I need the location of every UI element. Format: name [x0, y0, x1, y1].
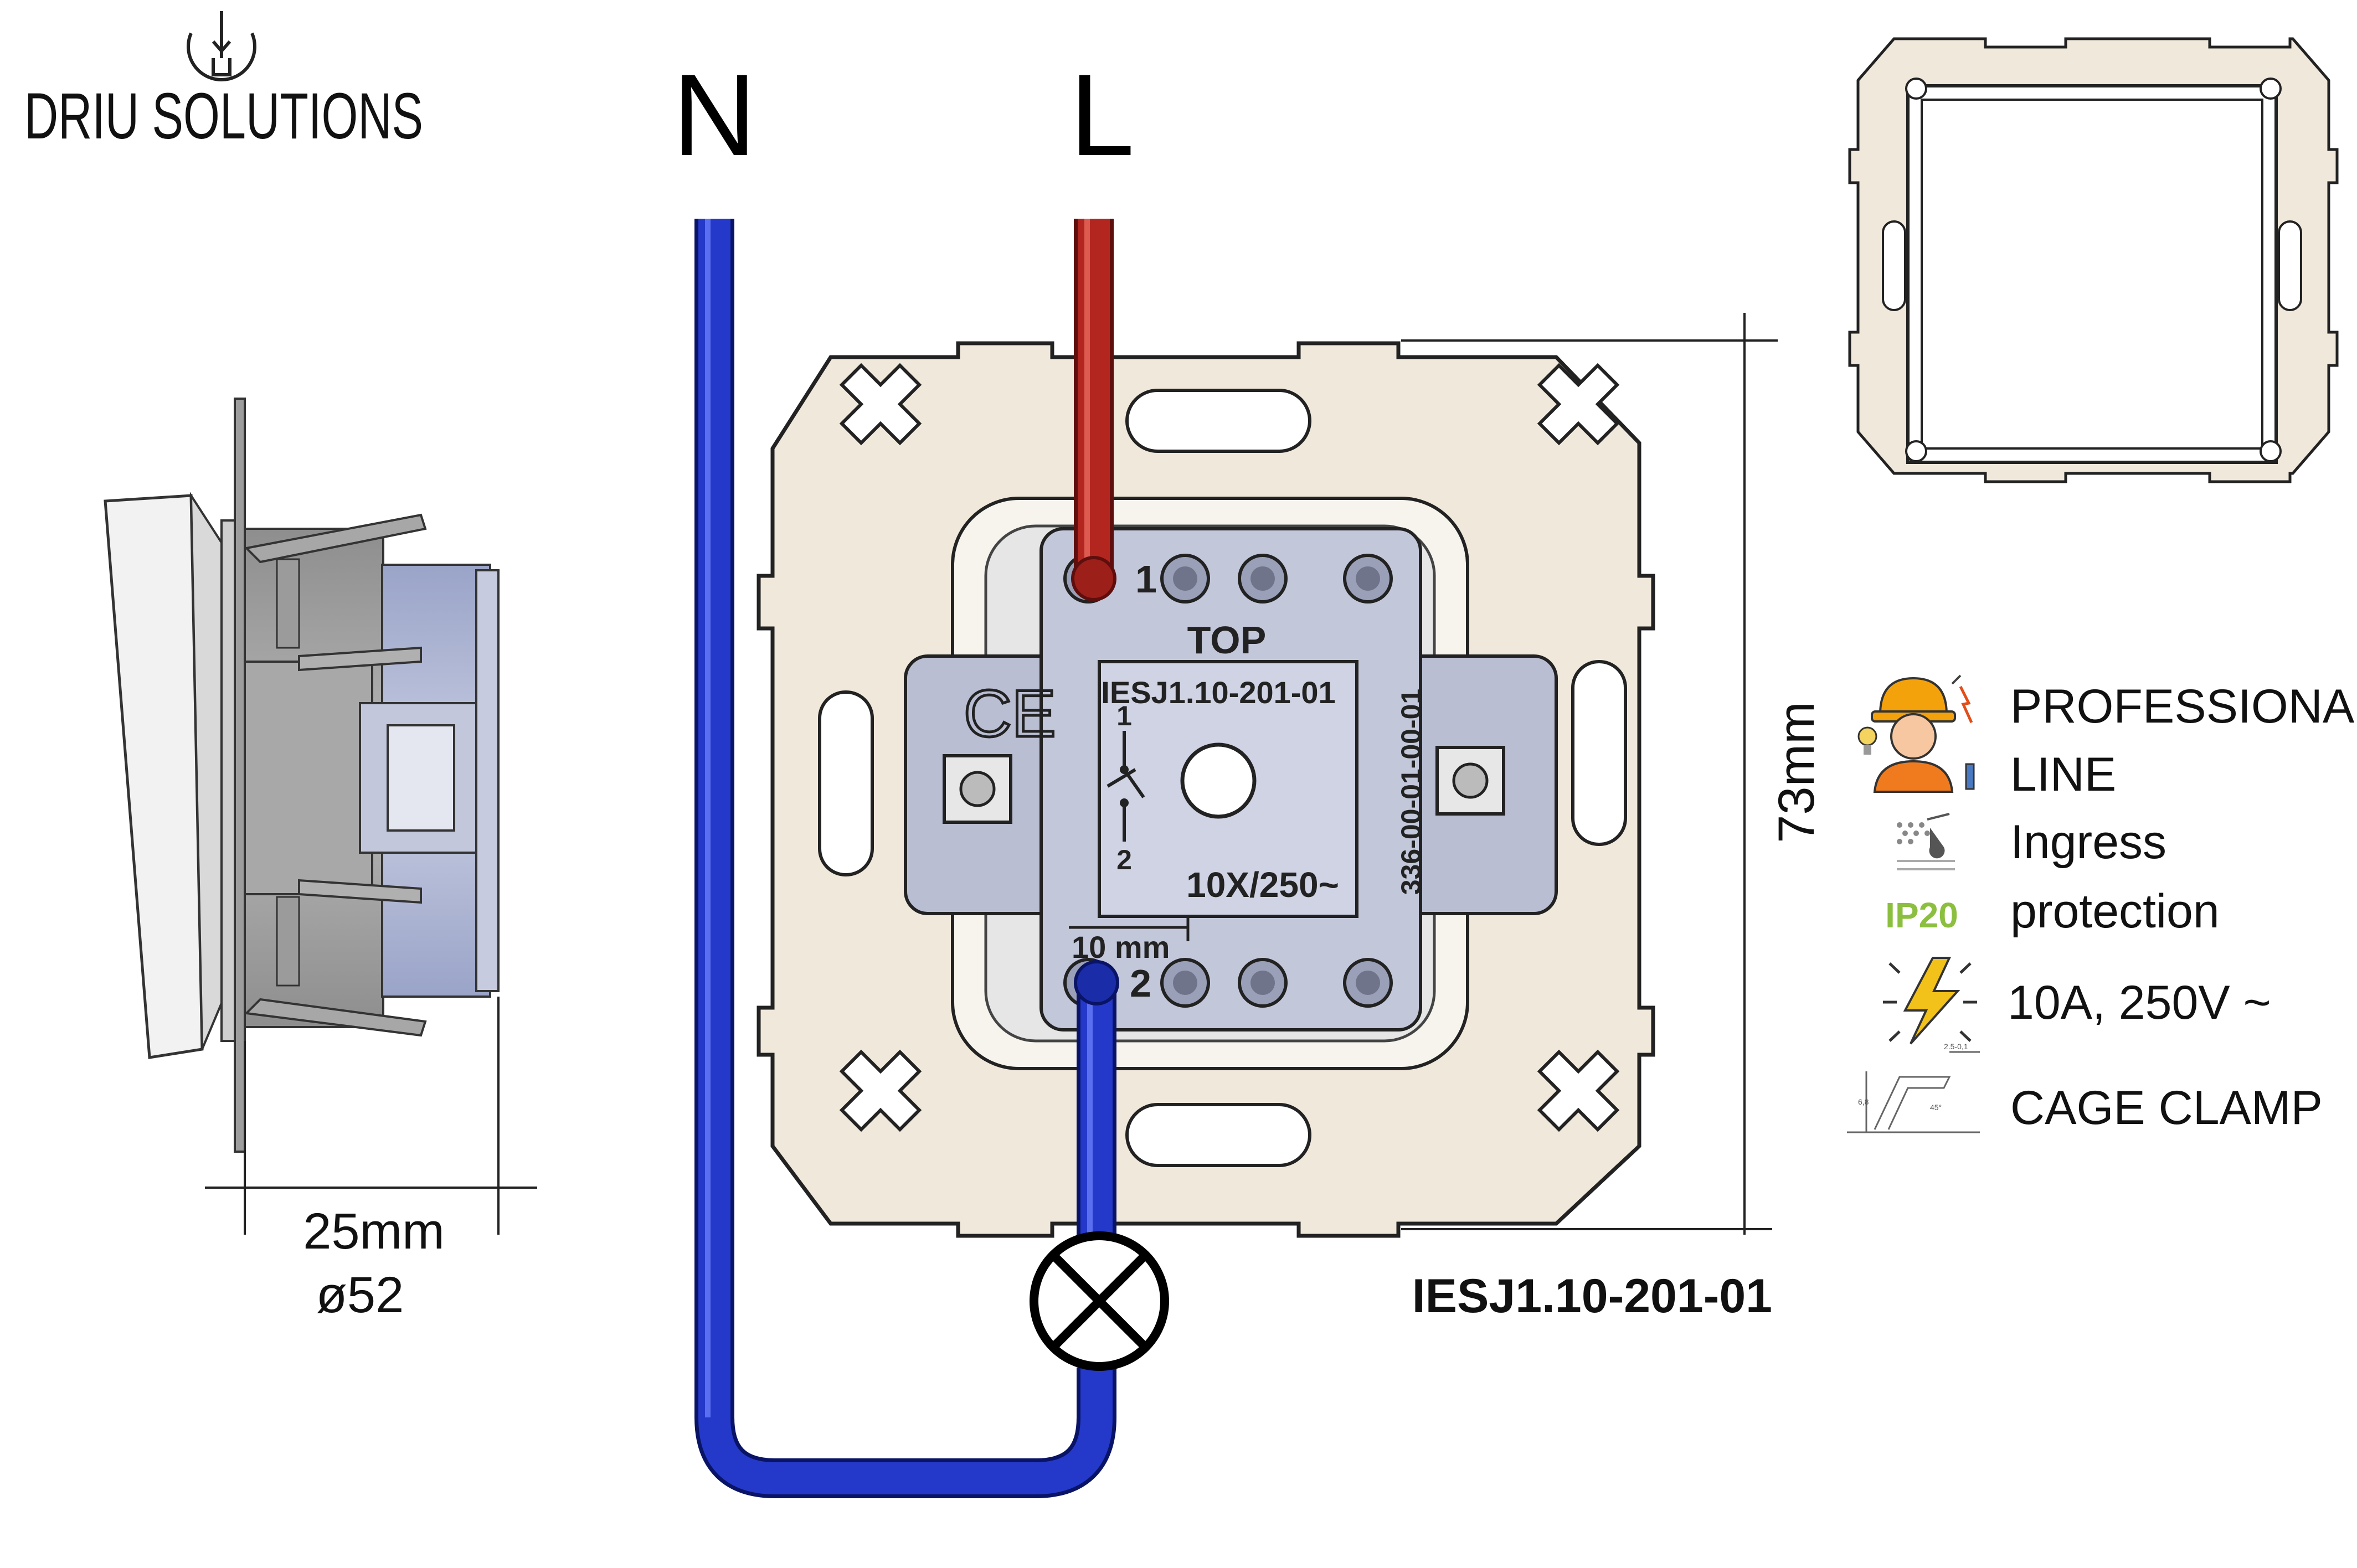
- switch-top-label: TOP: [1187, 618, 1267, 662]
- cage-clamp-dim-2: 2.5-0,1: [1944, 1042, 1968, 1051]
- switch-mechanism: CE: [904, 527, 1558, 1031]
- switch-side-code: 336-00-01-00-01: [1396, 689, 1427, 895]
- feature-professional-line2: LINE: [2010, 748, 2116, 801]
- neutral-wire: [694, 219, 1116, 1498]
- cage-clamp-dim-1: 6,8: [1858, 1097, 1869, 1106]
- ip20-badge: IP20: [1885, 895, 1958, 935]
- brand-name: DRIU SOLUTIONS: [24, 80, 423, 153]
- bulb-icon: [187, 11, 256, 81]
- live-label: L: [1070, 50, 1135, 180]
- feature-rating: 10A, 250V ~: [2008, 976, 2271, 1029]
- feature-professional-line1: PROFESSIONAL: [2010, 680, 2357, 733]
- svg-text:CE: CE: [964, 677, 1056, 751]
- cage-clamp-dim-3: 45°: [1930, 1103, 1942, 1112]
- electrician-icon: [1857, 674, 1975, 793]
- height-dimension-lines: [1401, 313, 1778, 1235]
- live-wire: [1071, 219, 1116, 601]
- diagram-contact-1: 1: [1116, 700, 1132, 731]
- switched-wire: [1074, 960, 1119, 1237]
- switch-rating-label: 10X/250~: [1186, 865, 1339, 905]
- terminal-1-label: 1: [1135, 558, 1157, 601]
- strip-length-label: 10 mm: [1072, 930, 1170, 964]
- lightning-icon: [1883, 957, 1977, 1045]
- switch-side-view: [104, 398, 537, 1235]
- switch-model-label: IESJ1.10-201-01: [1101, 675, 1335, 710]
- cage-clamp-icon: [1847, 1051, 1980, 1133]
- product-code: IESJ1.10-201-01: [1412, 1270, 1772, 1323]
- brand-logo: DRIU SOLUTIONS: [24, 11, 423, 153]
- diameter-dimension: ø52: [316, 1267, 404, 1323]
- neutral-label: N: [672, 50, 756, 180]
- feature-cage-clamp: CAGE CLAMP: [2010, 1081, 2323, 1134]
- water-drop-icon: [1897, 813, 1955, 870]
- diagram-contact-2: 2: [1116, 844, 1132, 875]
- switch-front-view: [1848, 37, 2339, 483]
- terminal-2-label: 2: [1130, 962, 1151, 1005]
- lamp-symbol: [1030, 1231, 1169, 1371]
- feature-ingress-line2: protection: [2010, 885, 2220, 938]
- depth-dimension: 25mm: [303, 1203, 445, 1260]
- height-dimension: 73mm: [1768, 702, 1825, 843]
- feature-ingress-line1: Ingress: [2010, 816, 2166, 869]
